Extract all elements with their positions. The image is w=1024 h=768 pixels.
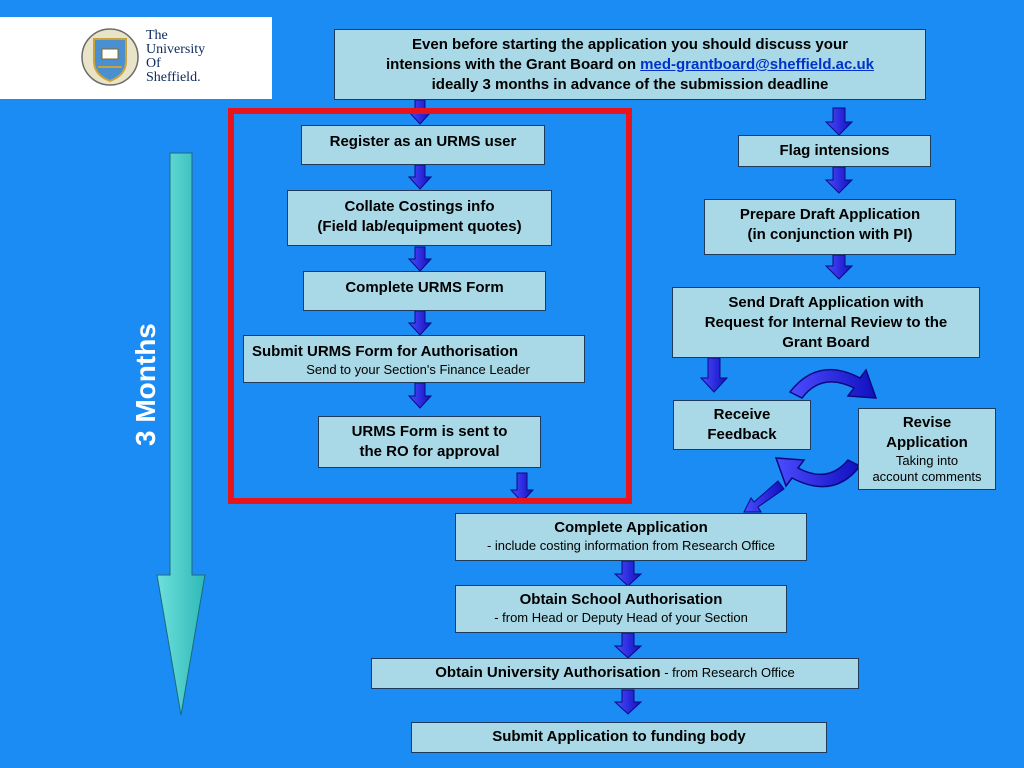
complete-application-step: Complete Application - include costing i… bbox=[455, 513, 807, 561]
revise-line-1: Revise bbox=[902, 414, 952, 431]
flag-intensions-step: Flag intensions bbox=[738, 135, 931, 167]
university-authorisation-subtitle: - from Research Office bbox=[660, 665, 795, 680]
arrow-submit-to-ro bbox=[407, 382, 433, 409]
receive-feedback-step: Receive Feedback bbox=[673, 400, 811, 450]
timeline-arrow bbox=[156, 152, 206, 716]
urms-section-frame bbox=[228, 108, 632, 504]
urms-to-ro-step: URMS Form is sent to the RO for approval bbox=[318, 416, 541, 468]
arrow-collate-to-complete bbox=[407, 246, 433, 272]
send-line-3: Grant Board bbox=[782, 334, 870, 351]
note-line-1: Even before starting the application you… bbox=[412, 36, 848, 53]
prepare-draft-step: Prepare Draft Application (in conjunctio… bbox=[704, 199, 956, 255]
school-authorisation-title: Obtain School Authorisation bbox=[519, 591, 723, 608]
send-line-2: Request for Internal Review to the bbox=[704, 314, 948, 331]
register-urms-step: Register as an URMS user bbox=[301, 125, 545, 165]
university-logo: The University Of Sheffield. bbox=[0, 17, 272, 99]
submit-to-funding-body-step: Submit Application to funding body bbox=[411, 722, 827, 753]
arrow-school-to-uni bbox=[613, 632, 643, 659]
school-authorisation-subtitle: - from Head or Deputy Head of your Secti… bbox=[494, 610, 748, 625]
complete-urms-form-step: Complete URMS Form bbox=[303, 271, 546, 311]
receive-line-1: Receive bbox=[713, 406, 771, 423]
logo-line-3: Of bbox=[146, 56, 161, 71]
note-line-3: ideally 3 months in advance of the submi… bbox=[431, 76, 829, 93]
arrow-register-to-collate bbox=[407, 164, 433, 190]
arrow-complete-to-submit bbox=[407, 310, 433, 336]
ro-line-1: URMS Form is sent to bbox=[351, 423, 508, 440]
revise-application-step: Revise Application Taking into account c… bbox=[858, 408, 996, 490]
submit-urms-form-step: Submit URMS Form for Authorisation Send … bbox=[243, 335, 585, 383]
note-line-2-text: intensions with the Grant Board on bbox=[385, 56, 641, 73]
prepare-line-2: (in conjunction with PI) bbox=[747, 226, 913, 243]
university-authorisation-step: Obtain University Authorisation - from R… bbox=[371, 658, 859, 689]
arrow-flag-to-prepare bbox=[824, 166, 854, 194]
ro-line-2: the RO for approval bbox=[359, 443, 500, 460]
logo-line-4: Sheffield. bbox=[146, 70, 201, 85]
arrow-complete-to-school bbox=[613, 560, 643, 587]
arrow-ro-to-complete-app bbox=[509, 472, 535, 503]
logo-wordmark: The University Of Sheffield. bbox=[146, 29, 266, 85]
collate-costings-step: Collate Costings info (Field lab/equipme… bbox=[287, 190, 552, 246]
arrow-send-to-receive bbox=[699, 357, 729, 393]
send-line-1: Send Draft Application with bbox=[728, 294, 924, 311]
logo-line-1: The bbox=[146, 28, 168, 43]
submit-to-funding-body-label: Submit Application to funding body bbox=[492, 728, 746, 745]
timeline-label: 3 Months bbox=[130, 323, 161, 446]
receive-line-2: Feedback bbox=[707, 426, 777, 443]
grant-board-email-link[interactable]: med-grantboard@sheffield.ac.uk bbox=[640, 56, 875, 73]
prepare-line-1: Prepare Draft Application bbox=[739, 206, 921, 223]
arrow-prepare-to-send bbox=[824, 254, 854, 280]
submit-urms-subtitle: Send to your Section's Finance Leader bbox=[306, 362, 530, 377]
crest-icon bbox=[81, 28, 139, 86]
collate-line-2: (Field lab/equipment quotes) bbox=[317, 218, 522, 235]
complete-urms-form-label: Complete URMS Form bbox=[345, 279, 504, 296]
flag-intensions-label: Flag intensions bbox=[779, 142, 890, 159]
arrow-cycle-to-complete-app bbox=[743, 480, 785, 513]
register-urms-label: Register as an URMS user bbox=[329, 133, 517, 150]
complete-application-title: Complete Application bbox=[554, 519, 708, 536]
revise-sub-line-2: account comments bbox=[872, 469, 982, 484]
feedback-cycle-arrows bbox=[774, 368, 878, 488]
send-draft-step: Send Draft Application with Request for … bbox=[672, 287, 980, 358]
note-line-2: intensions with the Grant Board on med-g… bbox=[335, 55, 925, 75]
submit-urms-title: Submit URMS Form for Authorisation bbox=[252, 343, 519, 360]
complete-application-subtitle: - include costing information from Resea… bbox=[486, 538, 776, 553]
arrow-uni-to-submit bbox=[613, 689, 643, 715]
university-authorisation-title: Obtain University Authorisation bbox=[435, 664, 661, 681]
school-authorisation-step: Obtain School Authorisation - from Head … bbox=[455, 585, 787, 633]
revise-line-2: Application bbox=[886, 434, 968, 451]
revise-sub-line-1: Taking into bbox=[895, 453, 959, 468]
logo-line-2: University bbox=[146, 42, 206, 57]
discuss-with-grant-board-note: Even before starting the application you… bbox=[334, 29, 926, 100]
arrow-note-to-flag bbox=[824, 107, 854, 136]
collate-line-1: Collate Costings info bbox=[344, 198, 495, 215]
